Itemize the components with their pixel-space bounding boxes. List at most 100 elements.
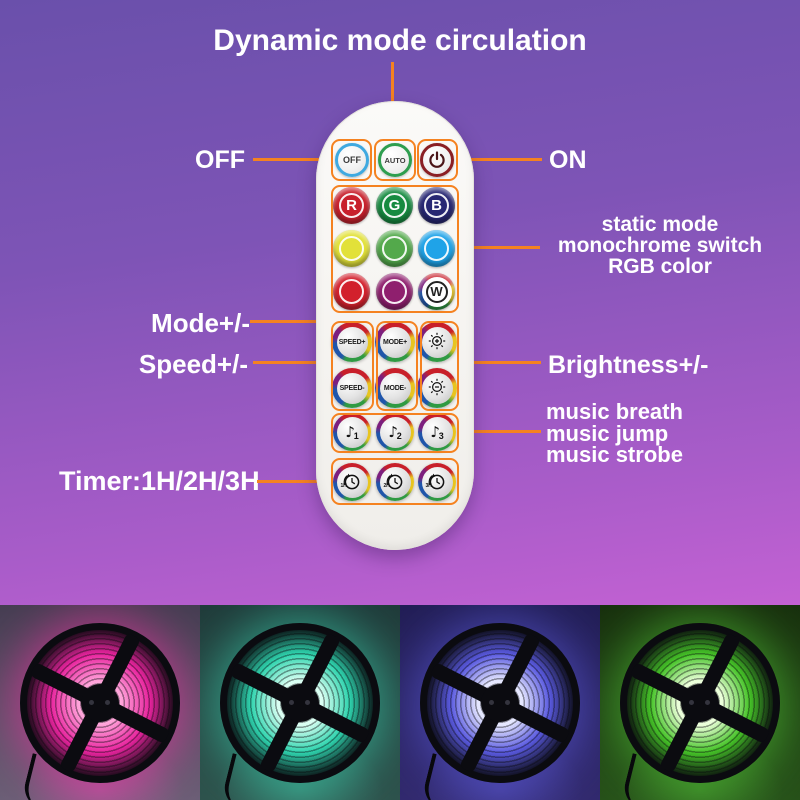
- speed-callout-line: [253, 361, 334, 364]
- music-callout-line: [459, 430, 541, 433]
- auto-button-outline: [374, 139, 416, 181]
- teal-strip-photo: [200, 605, 400, 800]
- static-mode-label: static mode monochrome switch RGB color: [540, 214, 780, 277]
- mode-column-outline: [376, 321, 418, 411]
- timer-1h-button[interactable]: 1H: [333, 463, 371, 501]
- timer-1h-text: 1H: [340, 482, 347, 489]
- title: Dynamic mode circulation: [213, 24, 587, 57]
- music-1-button[interactable]: ♪1: [333, 413, 371, 451]
- speed-plus-label: SPEED+: [336, 326, 368, 358]
- green-g-button[interactable]: G: [376, 187, 413, 224]
- static-mode-line1: static mode: [601, 213, 719, 236]
- mode-plus-label: MODE+: [379, 326, 411, 358]
- music-note-icon: ♪: [430, 422, 440, 441]
- reel-hub: [681, 684, 719, 722]
- music-1-number: 1: [353, 430, 359, 441]
- midgreen-color-button[interactable]: [376, 230, 413, 267]
- auto-button[interactable]: AUTO: [378, 143, 412, 177]
- reel-hub: [481, 684, 519, 722]
- magenta-color-button[interactable]: [376, 273, 413, 310]
- music-2-face: ♪2: [379, 416, 411, 448]
- off-button-outline: [331, 139, 372, 181]
- mode-plus-button[interactable]: MODE+: [375, 322, 415, 362]
- bulb-plus-icon: [428, 332, 446, 350]
- off-callout-line: [253, 158, 332, 161]
- on-callout-line: [459, 158, 542, 161]
- hub-dot: [505, 700, 510, 705]
- yellow-color-button[interactable]: [333, 230, 370, 267]
- hub-dot: [689, 700, 694, 705]
- w-button-face: W: [421, 276, 452, 307]
- reel-hub: [81, 684, 119, 722]
- hub-dot: [489, 700, 494, 705]
- off-label: OFF: [195, 146, 245, 174]
- pink-strip-photo: [0, 605, 200, 800]
- speed-label: Speed+/-: [138, 349, 248, 379]
- pink-led-reel: [20, 623, 180, 783]
- music-note-icon: ♪: [388, 422, 398, 441]
- white-w-button[interactable]: W: [418, 273, 455, 310]
- speed-minus-button[interactable]: SPEED-: [332, 368, 372, 408]
- hub-dot: [89, 700, 94, 705]
- brightness-minus-face: [421, 372, 453, 404]
- yellow-ring: [339, 236, 364, 261]
- b-button-label: B: [424, 193, 449, 218]
- timer-1h-face: 1H: [336, 466, 368, 498]
- mode-label: Mode+/-: [151, 308, 250, 338]
- music-line1: music breath: [546, 399, 683, 424]
- speed-minus-label: SPEED-: [336, 372, 368, 404]
- green-led-reel: [620, 623, 780, 783]
- brightness-callout-line: [459, 361, 541, 364]
- power-button-outline: [417, 139, 458, 181]
- music-2-number: 2: [396, 430, 402, 441]
- brightness-minus-button[interactable]: [417, 368, 457, 408]
- music-3-button[interactable]: ♪3: [418, 413, 456, 451]
- timer-2h-face: 2H: [379, 466, 411, 498]
- off-button[interactable]: OFF: [335, 143, 369, 177]
- title-callout-line: [391, 62, 394, 138]
- green-strip-photo: [600, 605, 800, 800]
- hub-dot: [289, 700, 294, 705]
- auto-button-label: AUTO: [384, 155, 406, 165]
- power-button[interactable]: [420, 143, 454, 177]
- clock-icon: [386, 473, 403, 490]
- clock-icon: [343, 473, 360, 490]
- music-row-outline: [331, 413, 459, 453]
- r-button-label: R: [339, 193, 364, 218]
- timer-3h-button[interactable]: 3H: [418, 463, 456, 501]
- static-mode-line3: RGB color: [608, 255, 712, 278]
- mode-minus-button[interactable]: MODE-: [375, 368, 415, 408]
- bulb-minus-icon: [428, 378, 446, 396]
- music-label: music breath music jump music strobe: [546, 401, 683, 466]
- red2-color-button[interactable]: [333, 273, 370, 310]
- mode-minus-label: MODE-: [379, 372, 411, 404]
- blue-b-button[interactable]: B: [418, 187, 455, 224]
- music-line3: music strobe: [546, 442, 683, 467]
- remote-control-body: OFF AUTO R G B W SPEED+ MODE+: [316, 101, 474, 550]
- skyblue-color-button[interactable]: [418, 230, 455, 267]
- hub-dot: [705, 700, 710, 705]
- w-button-label: W: [425, 280, 448, 303]
- on-label: ON: [549, 146, 587, 174]
- music-line2: music jump: [546, 420, 669, 446]
- static-mode-line2: monochrome switch: [557, 234, 763, 257]
- reel-hub: [281, 684, 319, 722]
- g-button-label: G: [382, 193, 407, 218]
- red2-ring: [339, 279, 364, 304]
- power-icon: [429, 151, 445, 168]
- music-note-icon: ♪: [345, 422, 355, 441]
- blue-strip-photo: [400, 605, 600, 800]
- timer-callout-line: [257, 480, 334, 483]
- timer-label: Timer:1H/2H/3H: [59, 466, 260, 496]
- teal-led-reel: [220, 623, 380, 783]
- music-1-face: ♪1: [336, 416, 368, 448]
- timer-2h-button[interactable]: 2H: [376, 463, 414, 501]
- timer-3h-face: 3H: [421, 466, 453, 498]
- timer-3h-text: 3H: [425, 482, 432, 489]
- music-3-number: 3: [438, 430, 444, 441]
- music-2-button[interactable]: ♪2: [376, 413, 414, 451]
- hub-dot: [105, 700, 110, 705]
- timer-2h-text: 2H: [383, 482, 390, 489]
- midgreen-ring: [382, 236, 407, 261]
